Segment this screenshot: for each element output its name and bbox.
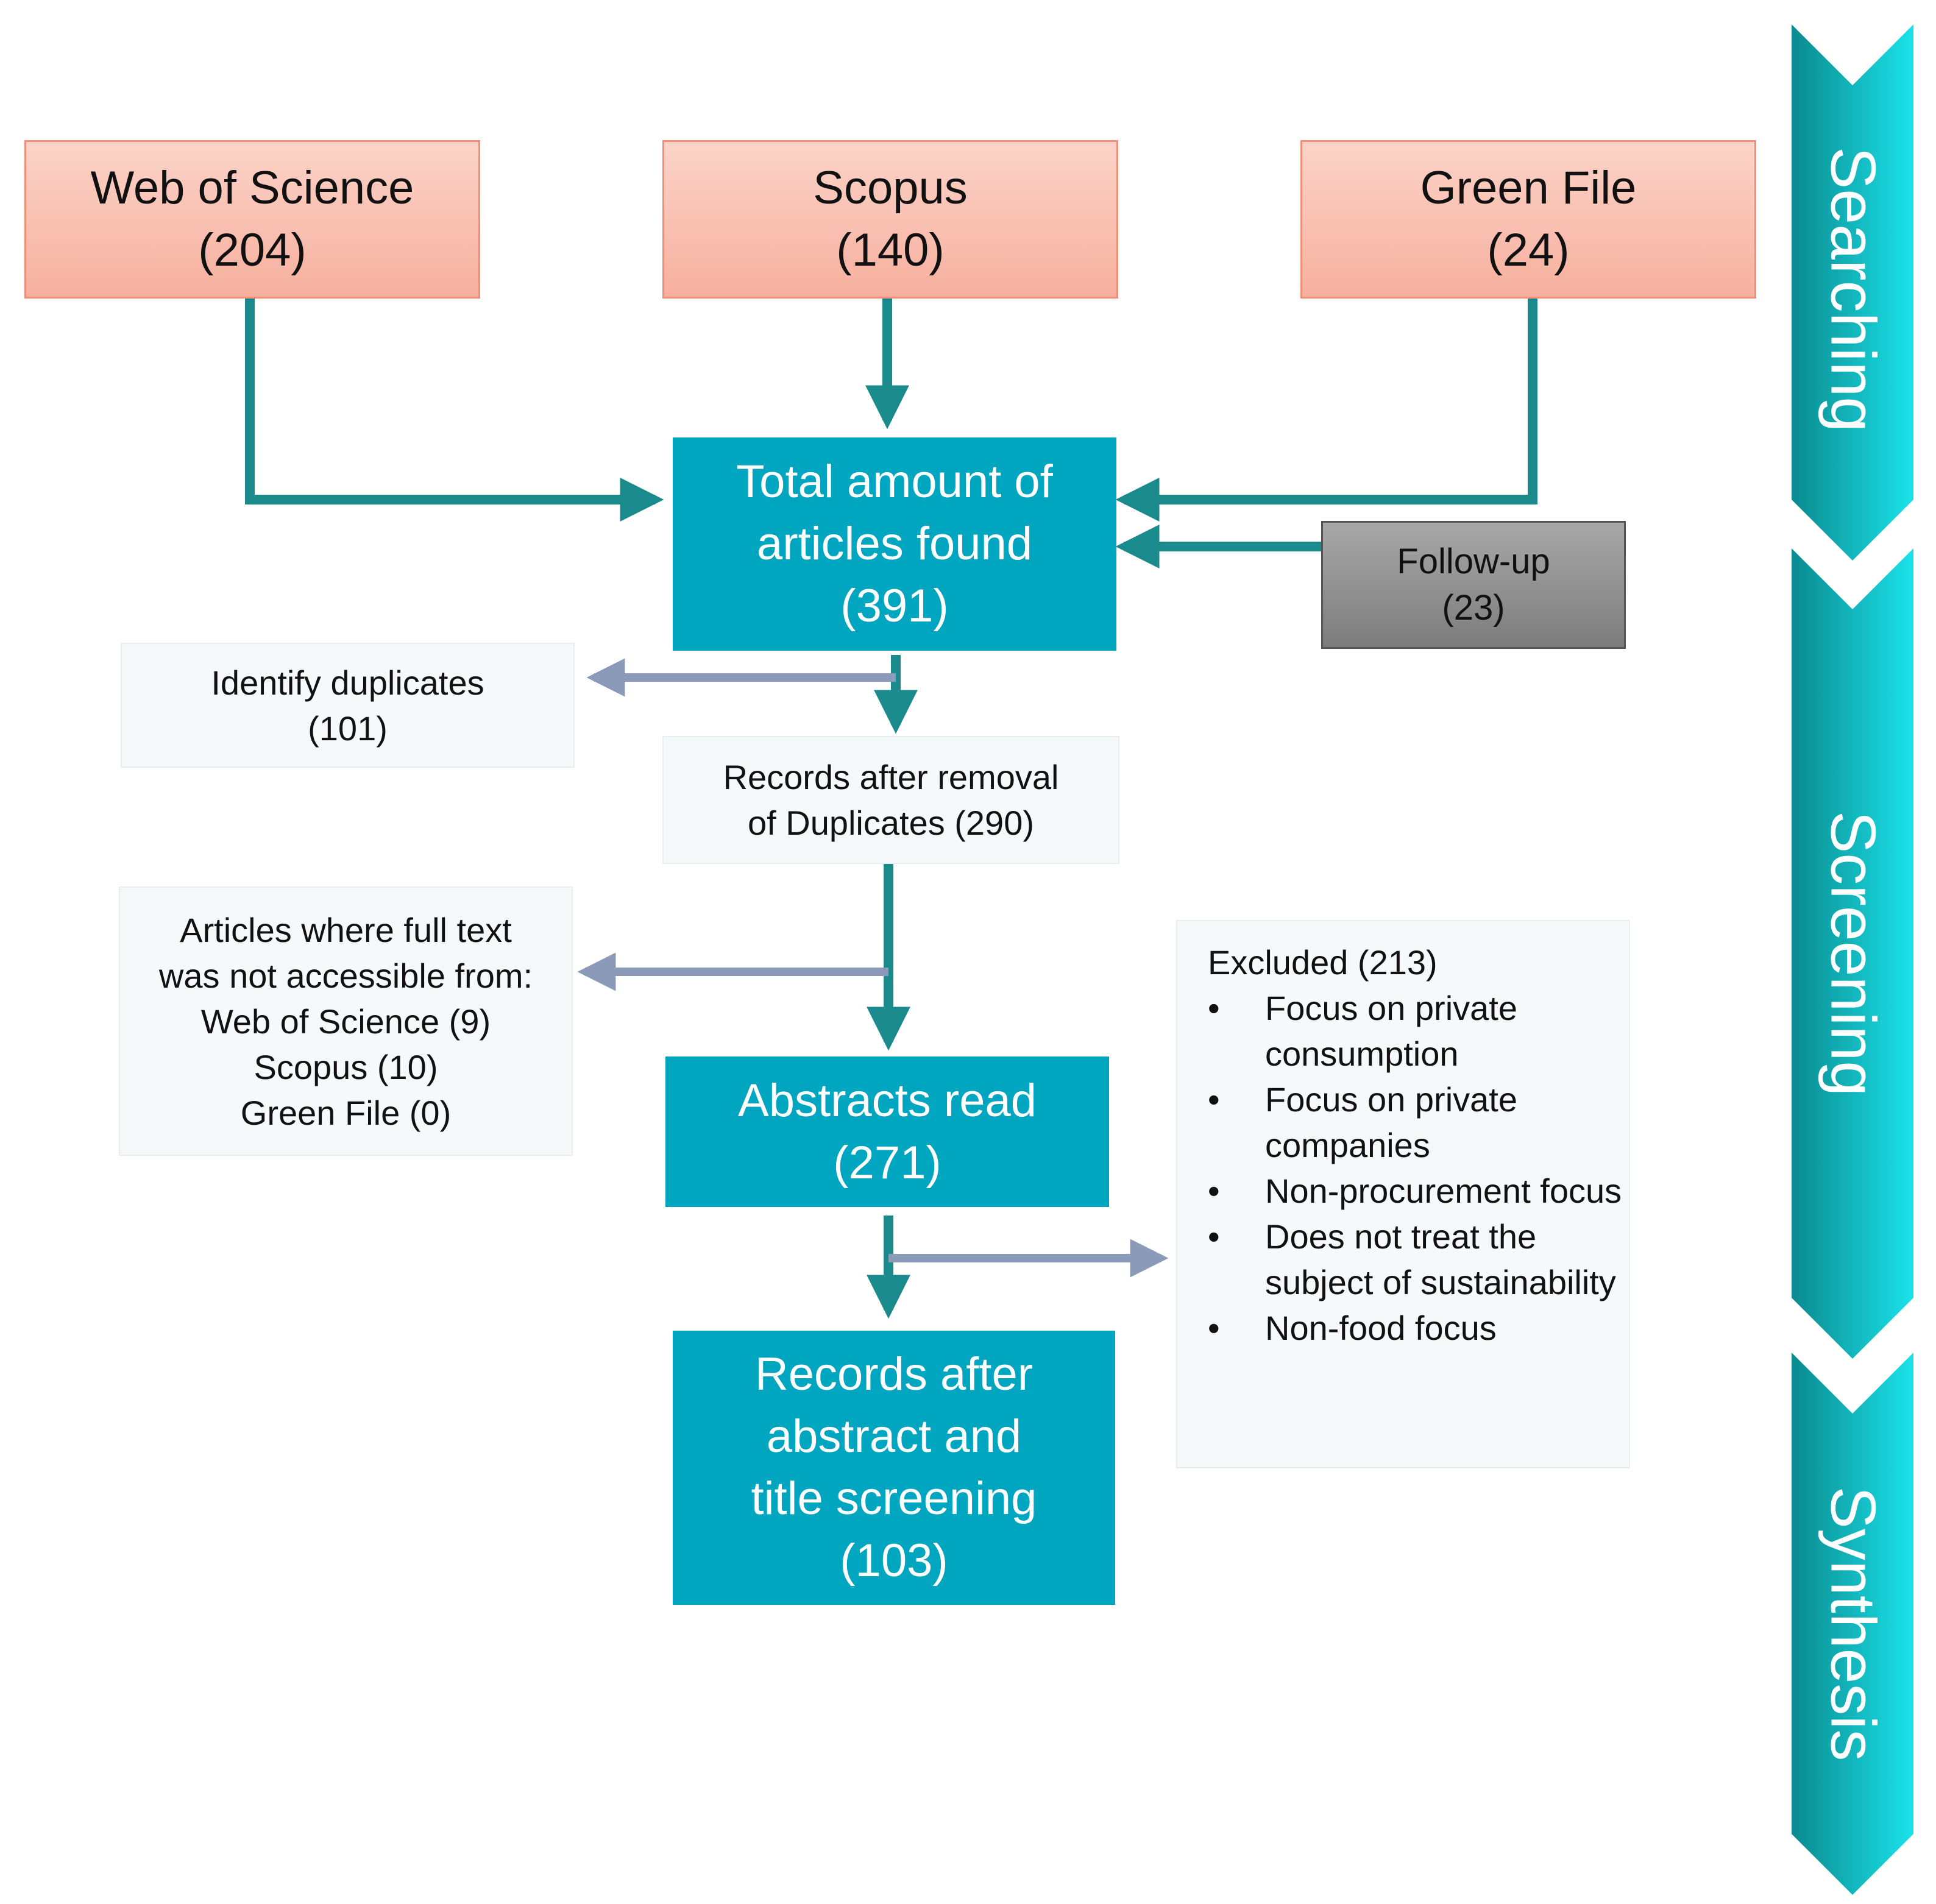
duplicates-count: (101) xyxy=(308,709,388,748)
source-count: (140) xyxy=(836,224,945,276)
final-records-box: Records after abstract and title screeni… xyxy=(673,1331,1115,1605)
source-name: Web of Science xyxy=(90,162,414,214)
stage-label-synthesis: Synthesis xyxy=(1817,1486,1888,1761)
stage-label-searching: Searching xyxy=(1817,146,1888,433)
final-line: (103) xyxy=(840,1535,948,1587)
after-dup-line: of Duplicates (290) xyxy=(747,804,1034,842)
excluded-item: Non-food focus xyxy=(1208,1305,1631,1351)
final-line: title screening xyxy=(751,1473,1037,1524)
source-name: Green File xyxy=(1420,162,1637,214)
inaccessible-line: Articles where full text xyxy=(180,910,512,949)
excluded-title: Excluded (213) xyxy=(1208,943,1438,982)
arrow-greenfile-to-total xyxy=(1115,299,1537,522)
total-line: (391) xyxy=(840,580,949,632)
abstracts-count: (271) xyxy=(833,1136,941,1189)
abstracts-read-box: Abstracts read (271) xyxy=(665,1056,1109,1207)
source-count: (24) xyxy=(1487,224,1570,276)
followup-label: Follow-up xyxy=(1397,542,1550,581)
excluded-item: Does not treat the subject of sustainabi… xyxy=(1208,1214,1631,1305)
stage-label-screening: Screening xyxy=(1817,810,1888,1097)
total-line: Total amount of xyxy=(736,456,1053,508)
excluded-box: Excluded (213) Focus on private consumpt… xyxy=(1176,920,1630,1468)
stage-chevron-screening xyxy=(1792,548,1913,1359)
total-line: articles found xyxy=(756,518,1033,570)
source-web-of-science: Web of Science (204) xyxy=(24,140,480,299)
source-green-file: Green File (24) xyxy=(1300,140,1756,299)
excluded-item: Focus on private consumption xyxy=(1208,985,1631,1077)
inaccessible-line: Web of Science (9) xyxy=(200,1002,491,1041)
inaccessible-line: Green File (0) xyxy=(240,1093,452,1132)
inaccessible-line: was not accessible from: xyxy=(158,956,533,995)
after-dup-line: Records after removal xyxy=(723,758,1059,796)
after-duplicates-box: Records after removal of Duplicates (290… xyxy=(662,736,1119,864)
duplicates-box: Identify duplicates (101) xyxy=(121,643,575,768)
final-line: abstract and xyxy=(766,1410,1022,1462)
inaccessible-box: Articles where full text was not accessi… xyxy=(119,887,573,1156)
excluded-list: Focus on private consumption Focus on pr… xyxy=(1208,985,1631,1351)
arrow-wos-to-total xyxy=(245,299,664,522)
excluded-item: Non-procurement focus xyxy=(1208,1168,1631,1214)
final-line: Records after xyxy=(754,1348,1034,1400)
duplicates-label: Identify duplicates xyxy=(211,663,484,702)
excluded-item: Focus on private companies xyxy=(1208,1077,1631,1168)
followup-box: Follow-up (23) xyxy=(1321,521,1626,649)
followup-count: (23) xyxy=(1442,588,1505,628)
source-count: (204) xyxy=(198,224,307,276)
inaccessible-line: Scopus (10) xyxy=(254,1047,438,1086)
stage-chevron-synthesis xyxy=(1792,1353,1913,1895)
source-scopus: Scopus (140) xyxy=(662,140,1118,299)
source-name: Scopus xyxy=(813,162,968,214)
stage-chevron-searching xyxy=(1792,24,1913,561)
total-articles-box: Total amount of articles found (391) xyxy=(673,437,1116,651)
abstracts-label: Abstracts read xyxy=(738,1074,1037,1127)
